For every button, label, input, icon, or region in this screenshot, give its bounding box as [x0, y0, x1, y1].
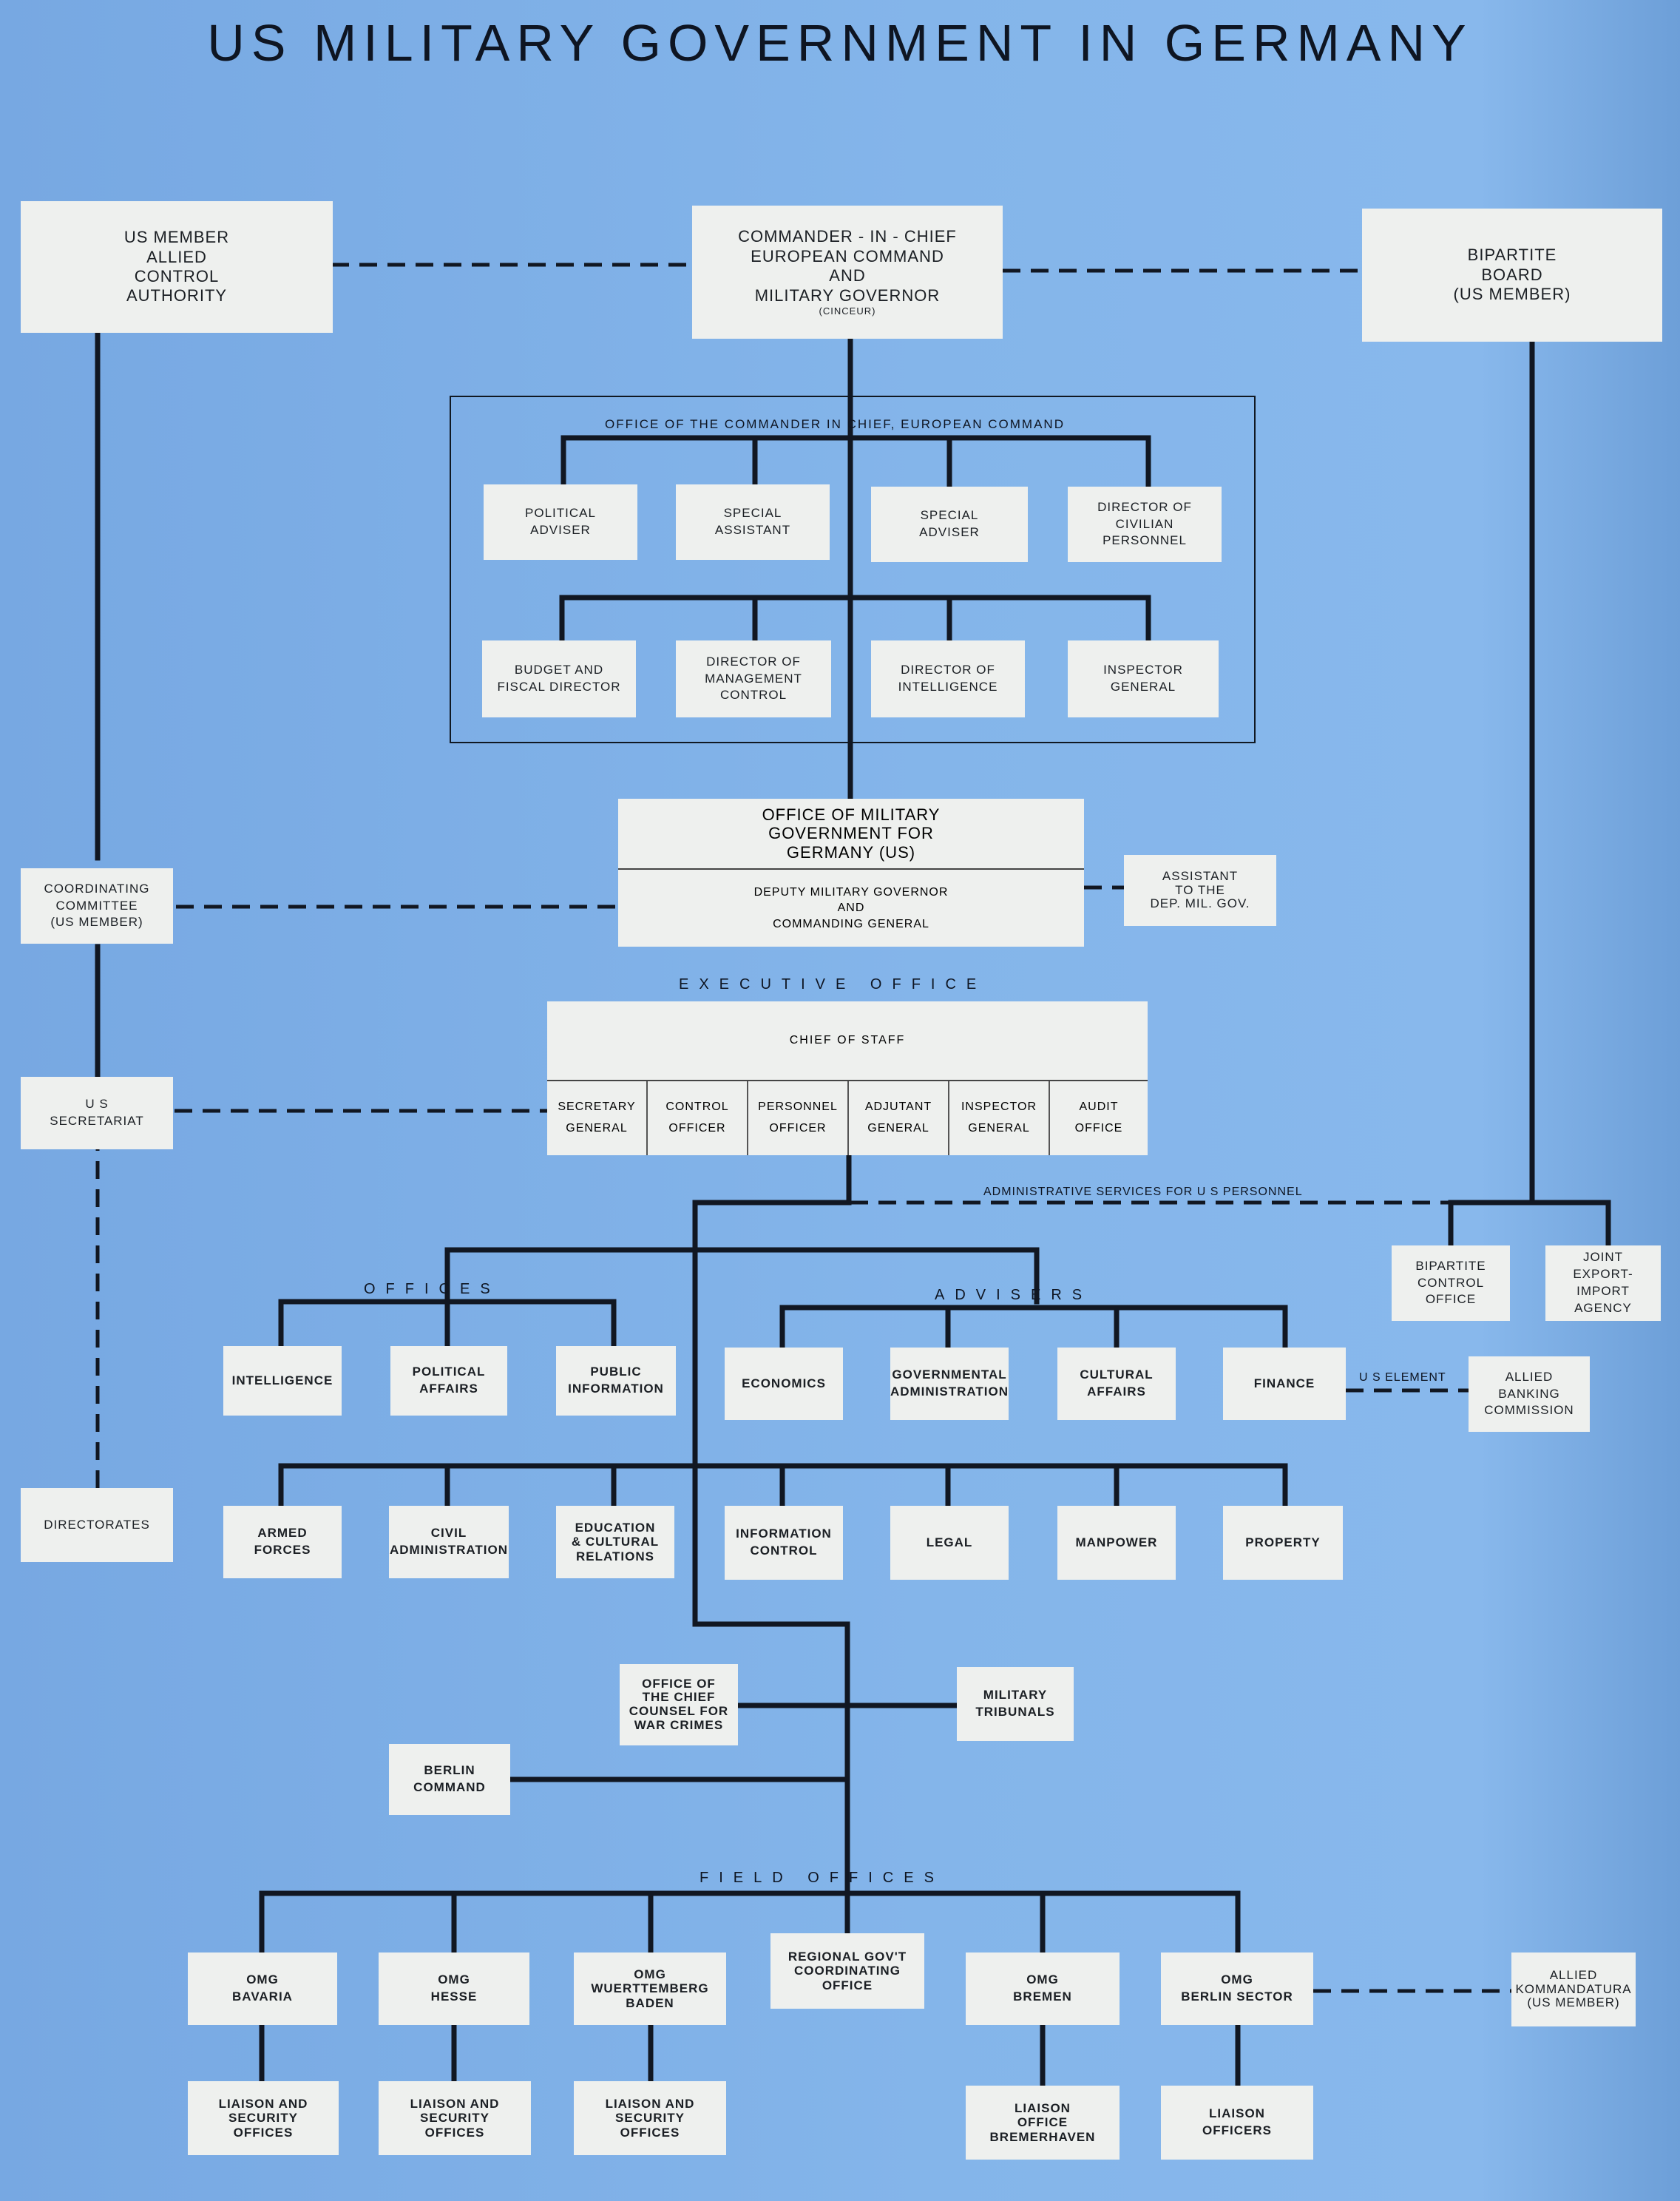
special-adviser: SPECIAL ADVISER [871, 487, 1028, 562]
coordinating-committee: COORDINATING COMMITTEE (US MEMBER) [21, 868, 173, 944]
regional-govt-coordinating-office: REGIONAL GOV'T COORDINATING OFFICE [770, 1933, 924, 2009]
admin-services-label: ADMINISTRATIVE SERVICES FOR U S PERSONNE… [983, 1186, 1303, 1198]
us-secretariat: U S SECRETARIAT [21, 1077, 173, 1149]
special-assistant: SPECIAL ASSISTANT [676, 484, 830, 560]
military-tribunals: MILITARY TRIBUNALS [957, 1667, 1074, 1741]
political-adviser: POLITICAL ADVISER [484, 484, 637, 560]
directorate-property: PROPERTY [1223, 1506, 1343, 1580]
allied-kommandatura: ALLIED KOMMANDATURA (US MEMBER) [1511, 1952, 1636, 2026]
inspector-general-cinc: INSPECTOR GENERAL [1068, 640, 1219, 717]
chief-counsel-war-crimes: OFFICE OF THE CHIEF COUNSEL FOR WAR CRIM… [620, 1664, 738, 1745]
berlin-command: BERLIN COMMAND [389, 1744, 510, 1815]
liaison-bavaria: LIAISON AND SECURITY OFFICES [188, 2081, 339, 2155]
directorate-armed-forces: ARMED FORCES [223, 1506, 342, 1578]
page-title: US MILITARY GOVERNMENT IN GERMANY [207, 14, 1473, 72]
secretary-general: SECRETARY GENERAL [547, 1081, 648, 1155]
commander-in-chief-box: COMMANDER - IN - CHIEF EUROPEAN COMMAND … [692, 206, 1003, 339]
audit-office: AUDIT OFFICE [1074, 1100, 1123, 1135]
field-offices-label: FIELD OFFICES [700, 1870, 944, 1886]
bipartite-board: BIPARTITE BOARD (US MEMBER) [1362, 209, 1662, 342]
commander-office-label: OFFICE OF THE COMMANDER IN CHIEF, EUROPE… [605, 417, 1065, 431]
executive-office-box: CHIEF OF STAFF SECRETARY GENERAL CONTROL… [547, 1001, 1148, 1155]
joint-export-import-agency: JOINT EXPORT-IMPORT AGENCY [1545, 1245, 1661, 1321]
omg-wuerttemberg-baden: OMG WUERTTEMBERG BADEN [574, 1952, 726, 2025]
omg-bavaria: OMG BAVARIA [188, 1952, 337, 2025]
control-officer: CONTROL OFFICER [648, 1081, 748, 1155]
liaison-bremerhaven: LIAISON OFFICE BREMERHAVEN [966, 2086, 1120, 2160]
directorate-information-control: INFORMATION CONTROL [725, 1506, 843, 1580]
adviser-governmental-administration: GOVERNMENTAL ADMINISTRATION [890, 1348, 1009, 1420]
director-intelligence: DIRECTOR OF INTELLIGENCE [871, 640, 1025, 717]
office-political-affairs: POLITICAL AFFAIRS [390, 1346, 507, 1416]
us-element-label: U S ELEMENT [1359, 1371, 1446, 1384]
director-management-control: DIRECTOR OF MANAGEMENT CONTROL [676, 640, 831, 717]
cinceur-abbrev: (CINCEUR) [819, 305, 876, 317]
adjutant-general: ADJUTANT GENERAL [849, 1081, 949, 1155]
allied-banking-commission: ALLIED BANKING COMMISSION [1469, 1356, 1590, 1432]
omgus-box: OFFICE OF MILITARY GOVERNMENT FOR GERMAN… [618, 799, 1084, 947]
directorate-manpower: MANPOWER [1057, 1506, 1176, 1580]
assistant-to-deputy: ASSISTANT TO THE DEP. MIL. GOV. [1124, 855, 1276, 926]
bipartite-control-office: BIPARTITE CONTROL OFFICE [1392, 1245, 1510, 1321]
inspector-general-exec: INSPECTOR GENERAL [949, 1081, 1050, 1155]
liaison-hesse: LIAISON AND SECURITY OFFICES [379, 2081, 531, 2155]
liaison-officers: LIAISON OFFICERS [1161, 2086, 1313, 2160]
executive-office-label: EXECUTIVE OFFICE [679, 976, 987, 993]
adviser-cultural-affairs: CULTURAL AFFAIRS [1057, 1348, 1176, 1420]
directorates-label-box: DIRECTORATES [21, 1488, 173, 1562]
personnel-officer: PERSONNEL OFFICER [748, 1081, 849, 1155]
commander-in-chief-label: COMMANDER - IN - CHIEF EUROPEAN COMMAND … [738, 227, 957, 305]
chief-of-staff: CHIEF OF STAFF [547, 1001, 1148, 1081]
adviser-economics: ECONOMICS [725, 1348, 843, 1420]
us-member-allied-control-authority: US MEMBER ALLIED CONTROL AUTHORITY [21, 201, 333, 333]
director-civilian-personnel: DIRECTOR OF CIVILIAN PERSONNEL [1068, 487, 1222, 562]
office-intelligence: INTELLIGENCE [223, 1346, 342, 1416]
omg-berlin-sector: OMG BERLIN SECTOR [1161, 1952, 1313, 2025]
budget-fiscal-director: BUDGET AND FISCAL DIRECTOR [482, 640, 636, 717]
omg-hesse: OMG HESSE [379, 1952, 529, 2025]
offices-label: OFFICES [364, 1281, 501, 1297]
directorate-civil-administration: CIVIL ADMINISTRATION [389, 1506, 509, 1578]
commander-office-frame [450, 396, 1256, 743]
omg-bremen: OMG BREMEN [966, 1952, 1120, 2025]
office-public-information: PUBLIC INFORMATION [556, 1346, 676, 1416]
directorate-legal: LEGAL [890, 1506, 1009, 1580]
deputy-military-governor: DEPUTY MILITARY GOVERNOR AND COMMANDING … [753, 885, 949, 930]
omgus-title: OFFICE OF MILITARY GOVERNMENT FOR GERMAN… [618, 799, 1084, 870]
adviser-finance: FINANCE [1223, 1348, 1346, 1420]
advisers-label: ADVISERS [935, 1287, 1093, 1303]
directorate-education-cultural: EDUCATION & CULTURAL RELATIONS [556, 1506, 674, 1578]
liaison-wuerttemberg: LIAISON AND SECURITY OFFICES [574, 2081, 726, 2155]
